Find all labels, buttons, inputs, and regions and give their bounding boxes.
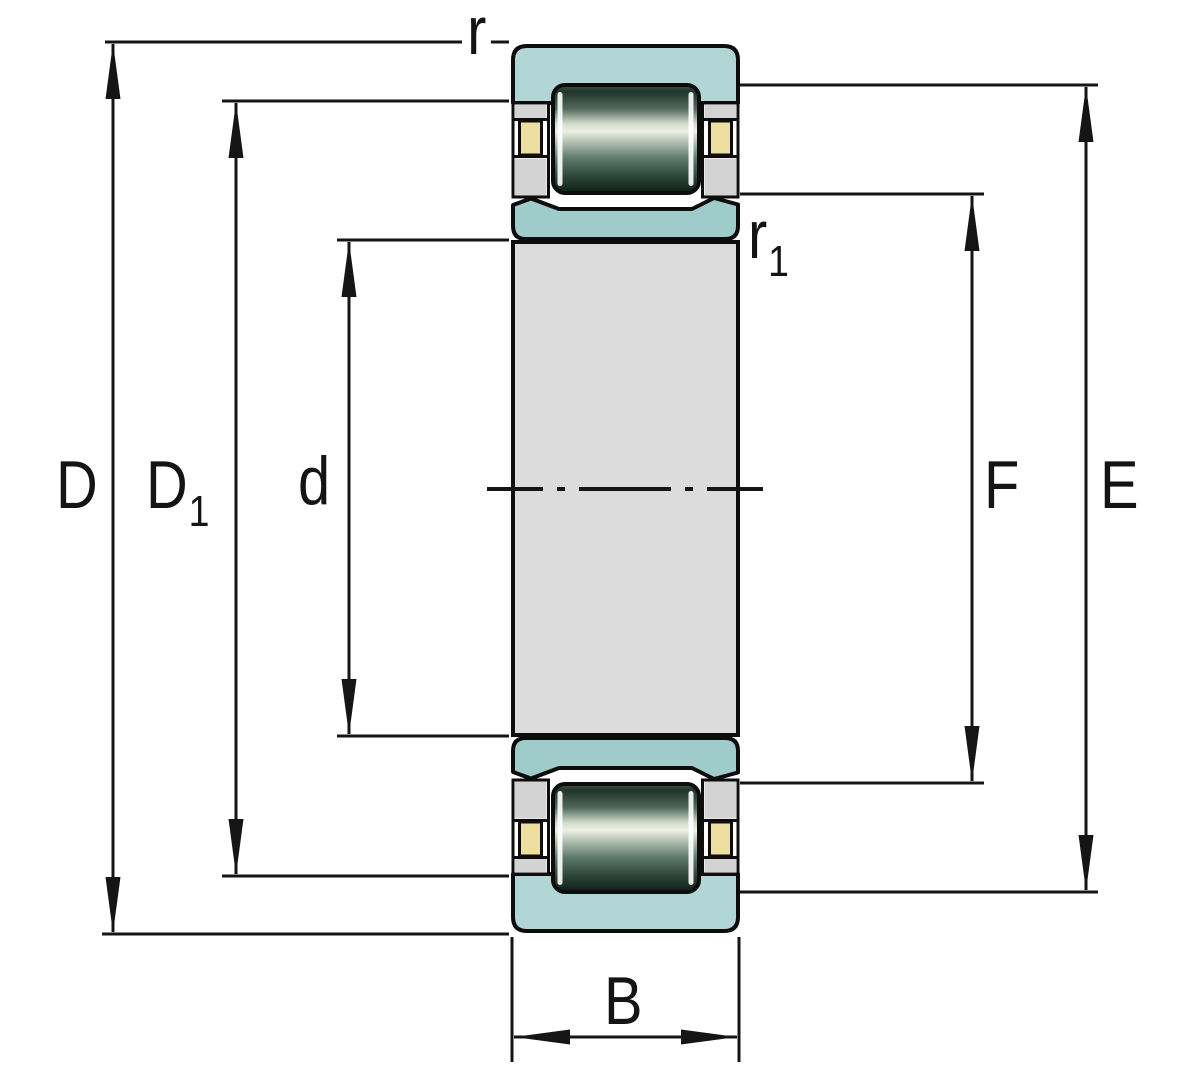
roller-bottom <box>551 782 701 894</box>
arrowhead-D-bottom <box>105 877 121 933</box>
label-raceway-diameter-E: E <box>1100 447 1139 523</box>
label-outer-diameter-D: D <box>56 447 98 523</box>
dimension-line-F <box>740 192 984 785</box>
arrowhead-D1-bottom <box>228 819 244 875</box>
dimension-line-d <box>337 238 509 738</box>
label-chamfer-r: r <box>462 0 491 68</box>
arrowhead-D-top <box>105 43 121 99</box>
arrowhead-B-right <box>681 1029 737 1045</box>
roller-top-highlight-left <box>557 92 563 186</box>
label-bore-diameter-d: d <box>298 443 330 519</box>
dimension-lines <box>102 40 1098 1062</box>
label-chamfer-r1: r1 <box>748 197 789 286</box>
label-width-B: B <box>604 963 643 1039</box>
arrowhead-F-bottom <box>964 726 980 782</box>
dimension-line-D <box>102 40 509 936</box>
dimension-line-E <box>740 83 1098 894</box>
arrowhead-E-bottom <box>1078 835 1094 891</box>
label-raceway-diameter-F: F <box>984 447 1019 523</box>
arrowhead-d-bottom <box>341 679 357 735</box>
roller-top-highlight-right <box>688 92 694 186</box>
arrowhead-E-top <box>1078 86 1094 142</box>
arrowhead-d-top <box>341 241 357 297</box>
roller-bottom-highlight-right <box>688 791 694 885</box>
arrowhead-D1-top <box>228 102 244 158</box>
arrowhead-F-top <box>964 195 980 251</box>
roller-top <box>551 83 701 195</box>
label-shoulder-diameter-D1: D1 <box>146 447 209 536</box>
roller-bottom-highlight-left <box>557 791 563 885</box>
dimension-line-D1 <box>222 99 509 878</box>
arrowhead-B-left <box>514 1029 570 1045</box>
